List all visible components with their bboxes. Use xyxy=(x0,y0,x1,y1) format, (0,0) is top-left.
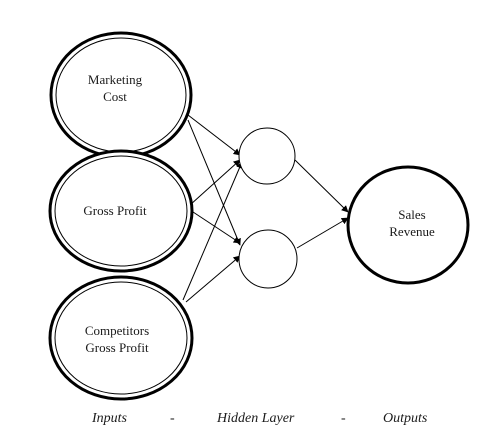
sales-revenue-label-line2: Revenue xyxy=(389,224,435,239)
input-node-competitors-gross-profit: Competitors Gross Profit xyxy=(48,275,194,401)
layer-caption: Inputs - Hidden Layer - Outputs xyxy=(91,411,428,426)
competitors-label-line2: Gross Profit xyxy=(85,340,149,355)
input-to-hidden-connections xyxy=(182,114,243,303)
marketing-cost-label-line1: Marketing xyxy=(88,72,143,87)
caption-inputs: Inputs xyxy=(91,411,128,426)
caption-dash-1: - xyxy=(170,411,175,426)
hidden-node-bottom xyxy=(238,229,298,289)
marketing-cost-label-line2: Cost xyxy=(103,89,127,104)
hidden-node-top xyxy=(238,127,296,185)
edge-competitors-to-hidden-top xyxy=(182,161,243,301)
caption-hidden-layer: Hidden Layer xyxy=(216,411,295,426)
edge-grossprofit-to-hidden-top xyxy=(189,159,241,206)
competitors-label-line1: Competitors xyxy=(85,323,149,338)
caption-dash-2: - xyxy=(341,411,346,426)
sales-revenue-label-line1: Sales xyxy=(398,207,425,222)
edge-marketing-to-hidden-bottom xyxy=(187,119,241,246)
hidden-to-output-connections xyxy=(294,159,349,249)
gross-profit-label: Gross Profit xyxy=(83,203,147,218)
input-node-gross-profit: Gross Profit xyxy=(48,149,194,273)
caption-outputs: Outputs xyxy=(383,411,428,426)
input-node-marketing-cost: Marketing Cost xyxy=(49,31,193,159)
edge-grossprofit-to-hidden-bottom xyxy=(189,209,241,244)
edge-marketing-to-hidden-top xyxy=(187,114,241,156)
edge-hidden-top-to-sales xyxy=(294,159,349,213)
edge-competitors-to-hidden-bottom xyxy=(185,255,241,303)
edge-hidden-bottom-to-sales xyxy=(296,217,349,249)
output-node-sales-revenue: Sales Revenue xyxy=(346,165,470,285)
